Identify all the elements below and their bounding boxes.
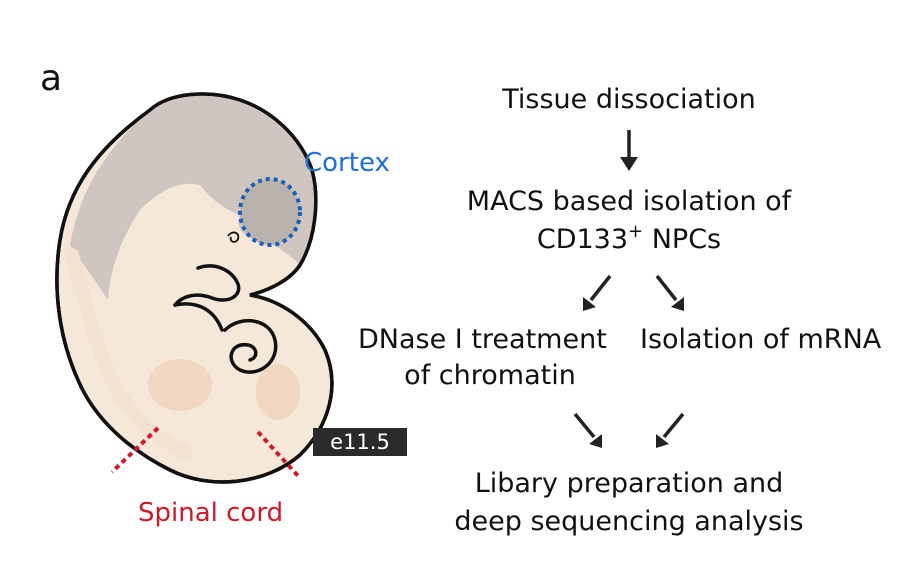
hindlimb-bud: [256, 364, 300, 420]
arrowhead-1: [620, 157, 638, 171]
embryo-limb-line: [173, 302, 224, 332]
embryo-tail-coil: [223, 319, 278, 374]
spinal-cord-label: Spinal cord: [138, 498, 284, 528]
arrow-step3b-to-step4: [662, 412, 685, 439]
arrowhead-5: [656, 434, 669, 448]
arrow-step3a-to-step4: [573, 412, 596, 439]
flow-arrows: [573, 130, 685, 448]
cd133-superscript: +: [628, 221, 644, 242]
arrowhead-4: [589, 434, 602, 448]
flow-step3b: Isolation of mRNA: [640, 324, 882, 355]
spinal-cut-left: [110, 426, 160, 474]
forelimb-bud: [148, 359, 212, 411]
cd133-text: CD133: [536, 224, 629, 255]
embryo-back-stripe: [65, 248, 192, 459]
cortex-outline: [238, 177, 302, 247]
arrow-step2-to-step3b: [655, 274, 678, 302]
stage-badge: [313, 428, 407, 456]
arrowhead-2: [583, 297, 596, 311]
flow-step2-line1: MACS based isolation of: [466, 186, 792, 217]
cortex-label: Cortex: [304, 148, 390, 178]
arrowhead-3: [671, 297, 684, 311]
spinal-cut-right: [256, 430, 302, 480]
eye-icon: [227, 231, 240, 243]
flow-step2-line2: CD133+ NPCs: [439, 222, 819, 258]
npcs-text: NPCs: [643, 224, 722, 255]
embryo-jaw: [173, 264, 241, 307]
stage-label: e11.5: [330, 430, 390, 454]
embryo-head-region: [70, 94, 316, 300]
flow-step3a-line2: of chromatin: [404, 360, 576, 391]
panel-letter: a: [40, 58, 63, 99]
embryo-outline: [55, 92, 334, 484]
flow-step4-line2: deep sequencing analysis: [454, 506, 804, 537]
flow-step1: Tissue dissociation: [502, 84, 756, 115]
flow-step3a-line1: DNase I treatment: [358, 324, 607, 355]
flow-step4-line1: Libary preparation and: [474, 468, 784, 499]
arrow-step2-to-step3a: [589, 274, 612, 302]
